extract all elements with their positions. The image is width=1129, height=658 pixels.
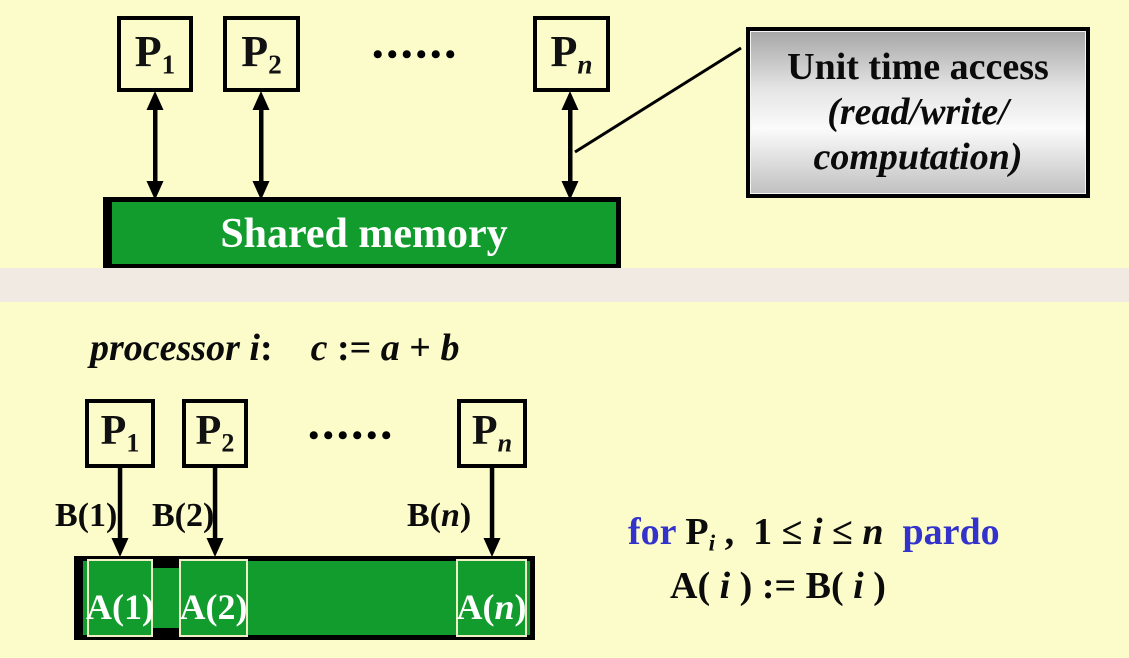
an-label: A(n) bbox=[456, 587, 527, 627]
array-cell-a2: A(2) bbox=[179, 559, 248, 637]
write-arrow-bn bbox=[483, 468, 501, 557]
processor-label-p1: P1 bbox=[134, 26, 176, 80]
array-cell-a1: A(1) bbox=[86, 559, 154, 637]
processor-label-p1: P1 bbox=[100, 408, 140, 458]
processor-box-p1-bottom: P1 bbox=[85, 399, 155, 468]
section-divider bbox=[0, 268, 1129, 302]
bidir-arrow-p2 bbox=[252, 91, 270, 200]
processor-label-pn: Pn bbox=[550, 26, 593, 80]
b2-label: B(2) bbox=[152, 497, 215, 534]
shared-memory-bar: Shared memory bbox=[103, 197, 621, 269]
processor-box-p2-bottom: P2 bbox=[182, 399, 248, 468]
processor-label-p2: P2 bbox=[241, 26, 282, 80]
assign-statement: A( i ) := B( i ) bbox=[670, 565, 886, 607]
b1-label: B(1) bbox=[55, 497, 118, 534]
processor-box-pn-top: Pn bbox=[533, 16, 610, 92]
callout-line-3: computation) bbox=[813, 136, 1023, 178]
processor-label-pn: Pn bbox=[471, 408, 513, 458]
shared-memory-label: Shared memory bbox=[220, 211, 508, 257]
processor-box-p2-top: P2 bbox=[223, 16, 300, 92]
unit-time-access-callout: Unit time access (read/write/ computatio… bbox=[746, 27, 1090, 198]
processor-statement: processor i: c := a + b bbox=[90, 327, 460, 369]
a2-label: A(2) bbox=[179, 587, 248, 627]
processor-label-p2: P2 bbox=[195, 408, 235, 458]
bidir-arrow-pn bbox=[561, 91, 579, 200]
a1-label: A(1) bbox=[86, 587, 154, 627]
bn-label: B(n) bbox=[407, 497, 472, 534]
bidir-arrow-p1 bbox=[146, 91, 164, 200]
array-gap-cap-top bbox=[153, 556, 181, 568]
pardo-statement: for Pi , 1 ≤ i ≤ n pardo bbox=[628, 511, 1000, 557]
array-gap-cap-bottom bbox=[153, 628, 181, 640]
callout-line-2: (read/write/ bbox=[827, 91, 1009, 133]
processor-box-pn-bottom: Pn bbox=[457, 399, 527, 468]
array-cell-an: A(n) bbox=[456, 559, 527, 637]
ellipsis-dots-bottom: •••••• bbox=[308, 419, 396, 452]
ellipsis-dots-top: •••••• bbox=[372, 38, 460, 71]
processor-box-p1-top: P1 bbox=[117, 16, 193, 92]
callout-line-1: Unit time access bbox=[787, 46, 1049, 88]
